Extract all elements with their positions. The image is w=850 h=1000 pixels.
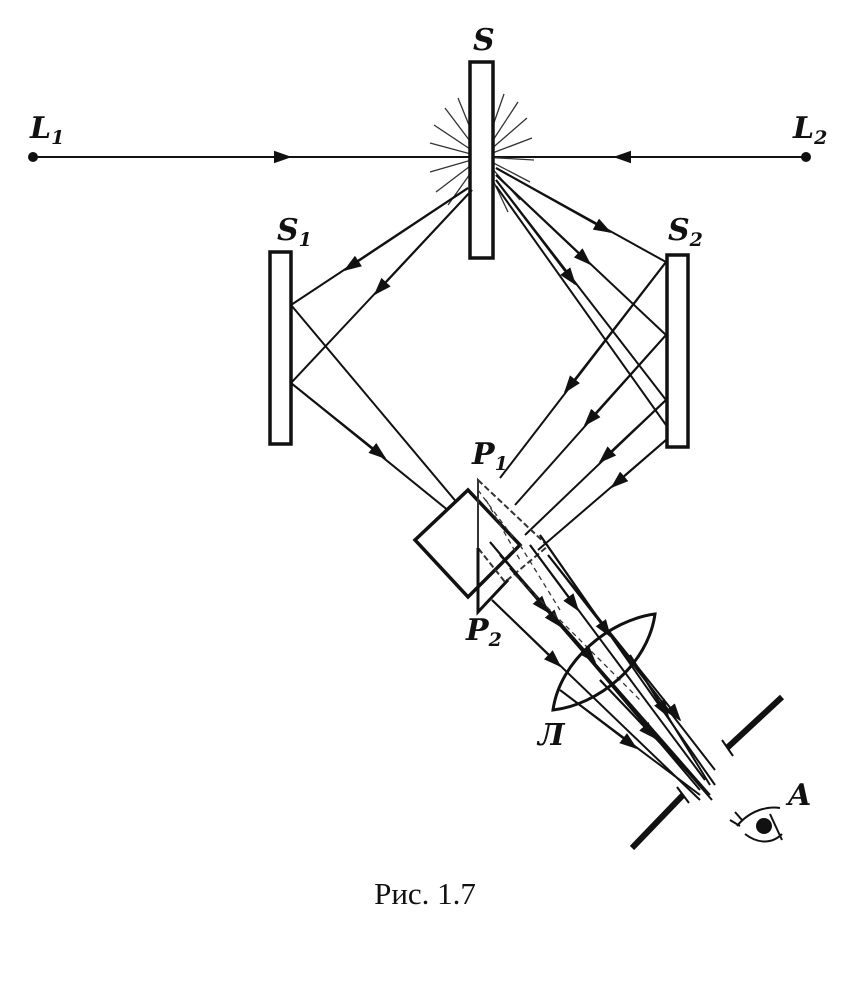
label-s2: S2 [668,213,703,251]
mirror-s1 [268,250,293,446]
mirror-s2 [665,253,690,449]
aperture-ticks [676,739,734,804]
label-s: S [473,23,495,58]
output-beams [489,534,716,801]
label-l1: L1 [29,111,64,149]
left-beam-path [290,187,491,543]
aperture-stop [629,694,785,851]
eye-icon [729,806,783,843]
label-p1: P1 [471,437,508,475]
label-s1: S1 [277,213,312,251]
right-beam-path [495,167,667,551]
figure-caption: Рис. 1.7 [374,876,476,911]
label-l2: L2 [792,111,827,149]
prism-p2-lower-edge [476,548,510,616]
lens [551,612,657,712]
label-a: A [785,778,811,813]
label-lens: Л [536,718,566,753]
screen-s [468,60,495,260]
label-p2: P2 [465,613,502,651]
dashed-rays [477,489,641,701]
